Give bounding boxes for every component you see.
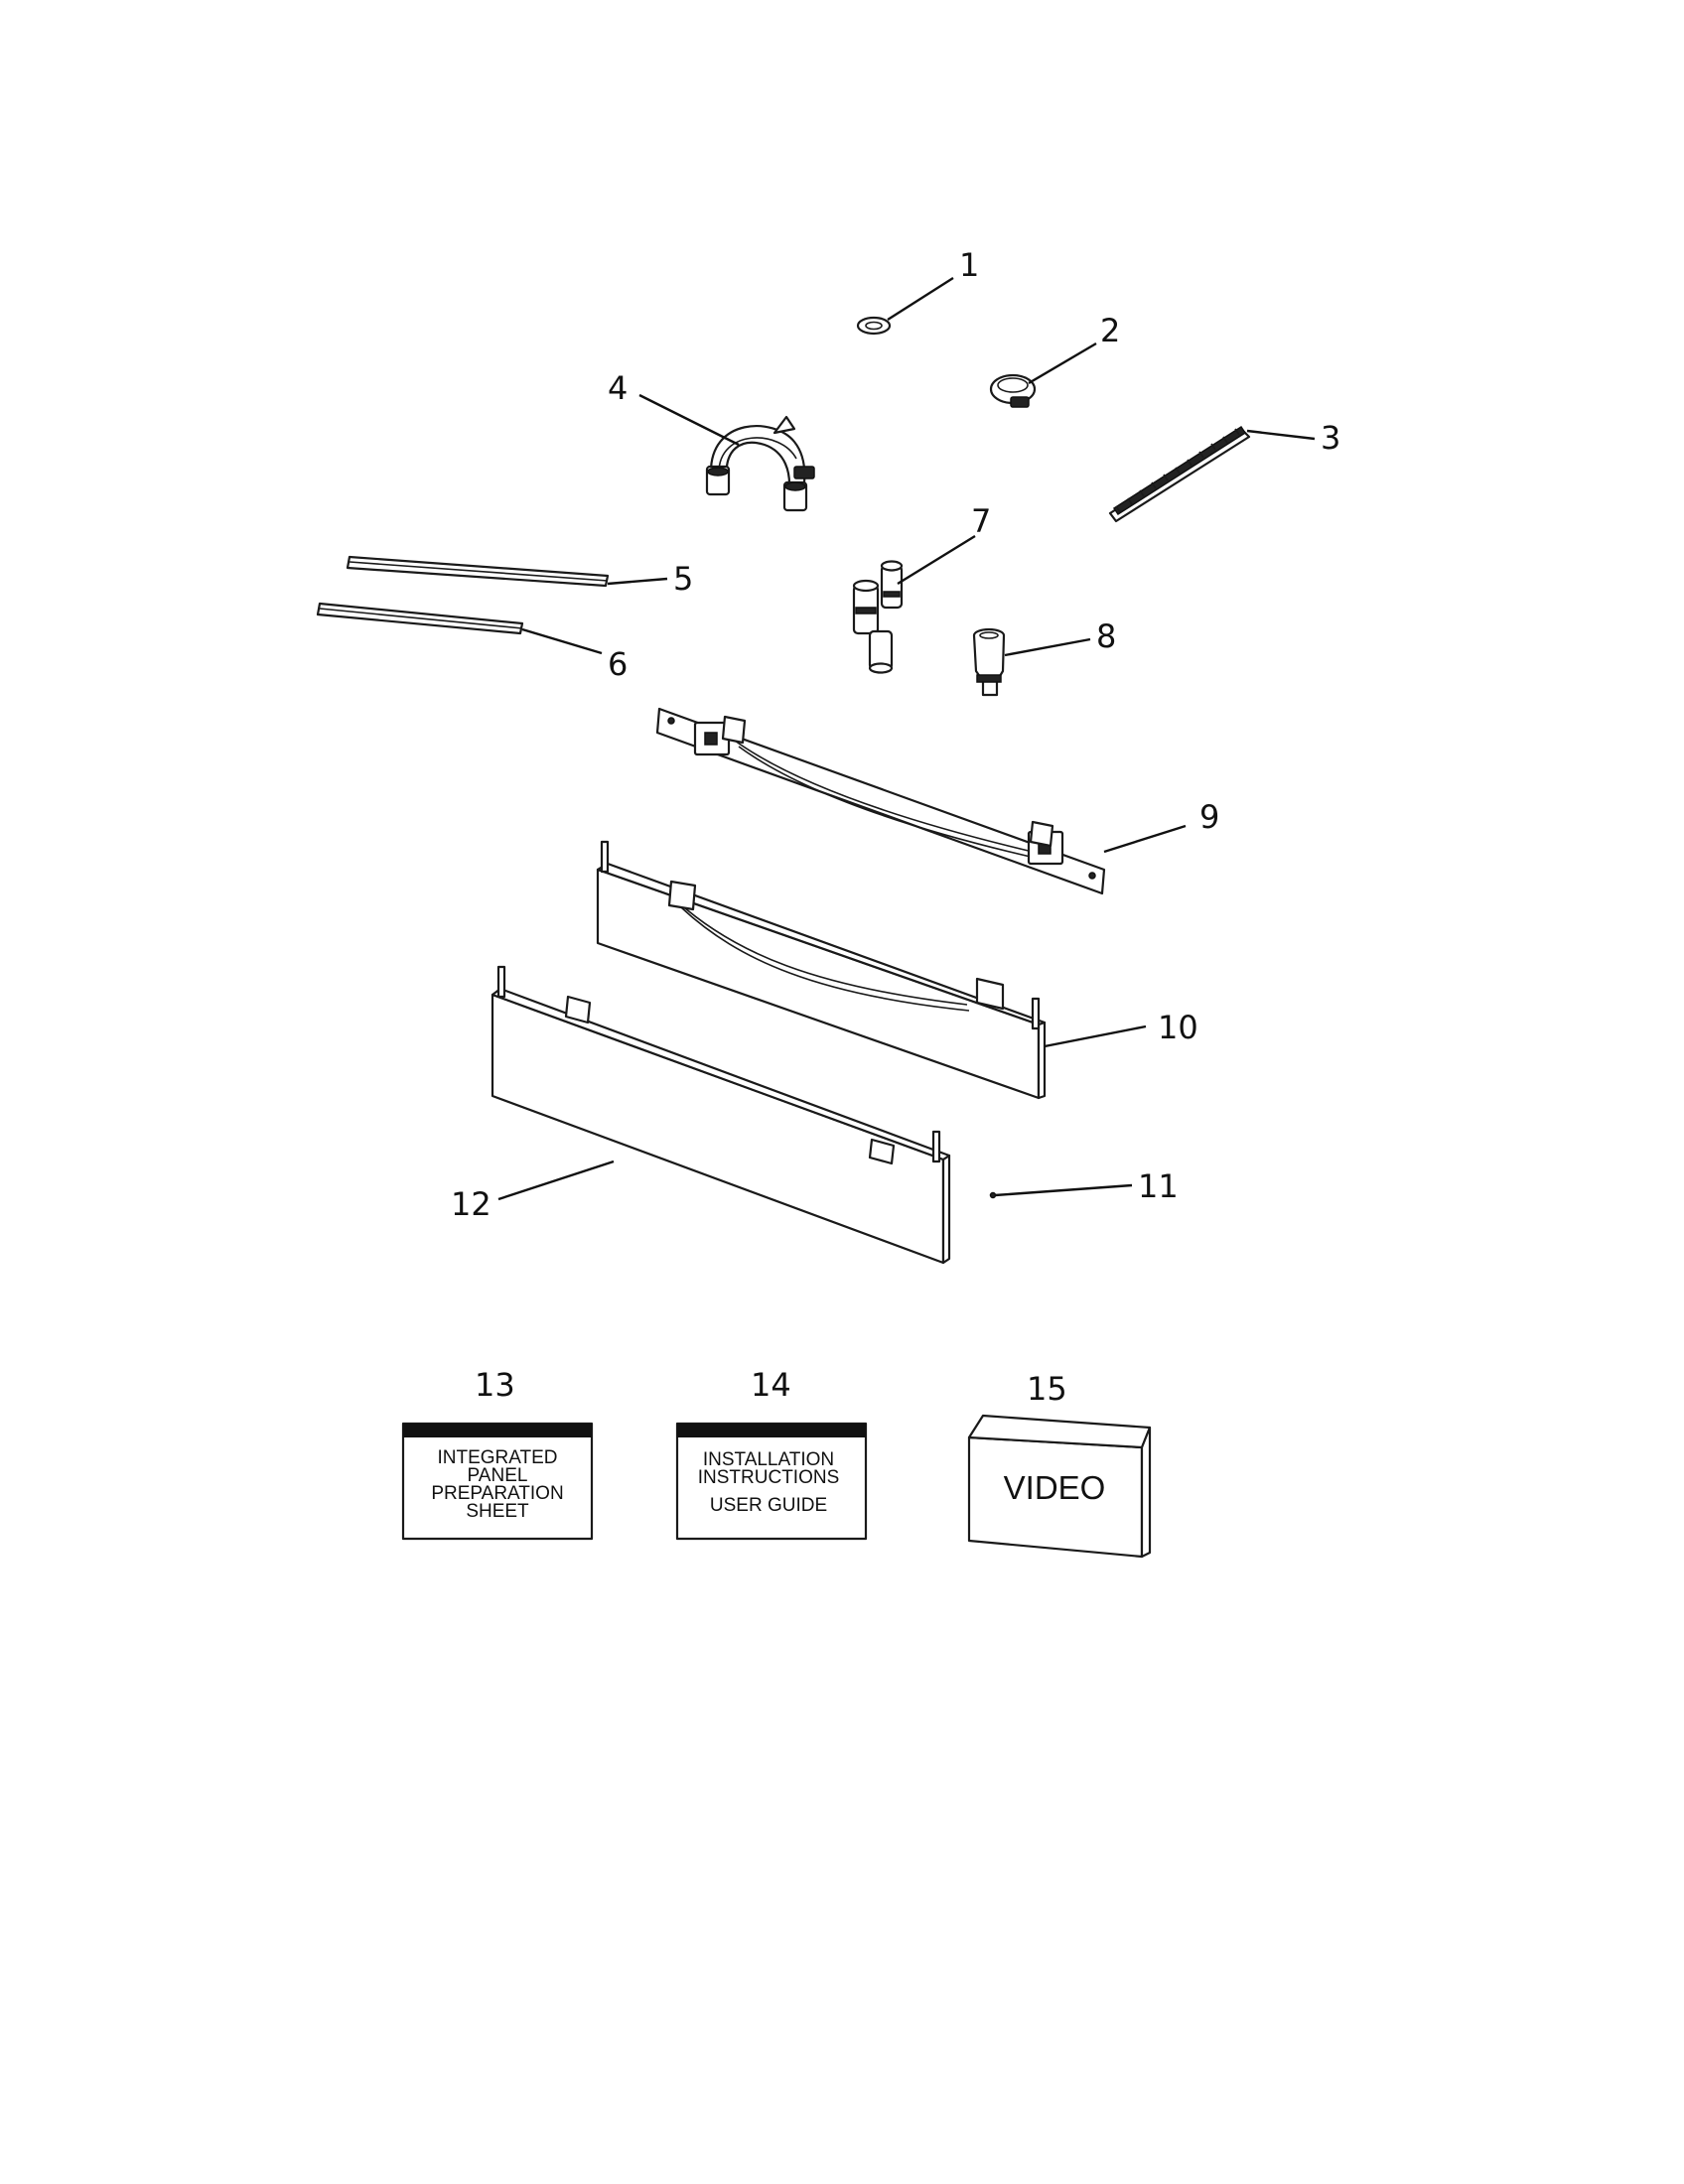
guide-line-2: INSTRUCTIONS — [698, 1467, 840, 1488]
part-12-front-panel — [491, 965, 951, 1265]
callout-6: 6 — [608, 645, 628, 683]
part-3-brush-strip — [1108, 425, 1251, 523]
leader-2 — [1028, 341, 1097, 385]
callout-14: 14 — [751, 1366, 791, 1404]
callout-2: 2 — [1100, 312, 1120, 349]
callout-9: 9 — [1199, 798, 1219, 836]
leader-5 — [607, 577, 668, 586]
part-6-rail-strip — [316, 602, 524, 635]
part-10-kick-plate — [596, 840, 1047, 1100]
callout-4: 4 — [608, 369, 628, 407]
callout-3: 3 — [1321, 419, 1340, 457]
callout-1: 1 — [959, 246, 979, 284]
leader-11 — [994, 1183, 1133, 1197]
callout-10: 10 — [1158, 1009, 1198, 1046]
leader-1 — [887, 276, 954, 322]
sheet-line-2: PANEL — [468, 1465, 528, 1486]
guide-line-1: INSTALLATION — [703, 1449, 834, 1470]
part-14-installation-guide: INSTALLATION INSTRUCTIONS USER GUIDE — [675, 1422, 868, 1541]
leader-10 — [1044, 1024, 1147, 1048]
callout-11: 11 — [1138, 1167, 1179, 1205]
leader-8 — [1004, 637, 1091, 657]
part-5-rail-strip — [346, 555, 610, 588]
sheet-line-1: INTEGRATED — [437, 1447, 557, 1468]
leader-9 — [1103, 824, 1187, 854]
sheet-line-4: SHEET — [466, 1501, 529, 1522]
callout-7: 7 — [971, 502, 991, 540]
sheet-line-3: PREPARATION — [431, 1483, 563, 1504]
guide-line-3: USER GUIDE — [710, 1495, 827, 1516]
video-label: VIDEO — [1004, 1469, 1106, 1506]
part-9-mounting-bracket — [655, 707, 1106, 895]
leader-6 — [521, 627, 603, 655]
leader-7 — [897, 534, 976, 586]
callout-13: 13 — [475, 1366, 515, 1404]
part-11-fastener — [989, 1191, 997, 1199]
part-15-video-box: VIDEO — [967, 1414, 1152, 1559]
callout-12: 12 — [451, 1185, 491, 1223]
part-8-hose-coupler — [972, 627, 1006, 697]
callout-8: 8 — [1096, 617, 1116, 655]
leader-3 — [1246, 429, 1316, 441]
part-7-tee-connector — [852, 560, 904, 674]
part-2-hose-clamp — [989, 373, 1037, 408]
part-4-hose-bracket — [705, 415, 815, 512]
leader-12 — [497, 1160, 615, 1201]
callout-5: 5 — [673, 560, 693, 598]
part-1-washer — [856, 316, 892, 336]
part-13-panel-preparation-sheet: INTEGRATED PANEL PREPARATION SHEET — [401, 1422, 594, 1541]
callout-15: 15 — [1027, 1370, 1067, 1408]
leader-4 — [638, 393, 740, 447]
